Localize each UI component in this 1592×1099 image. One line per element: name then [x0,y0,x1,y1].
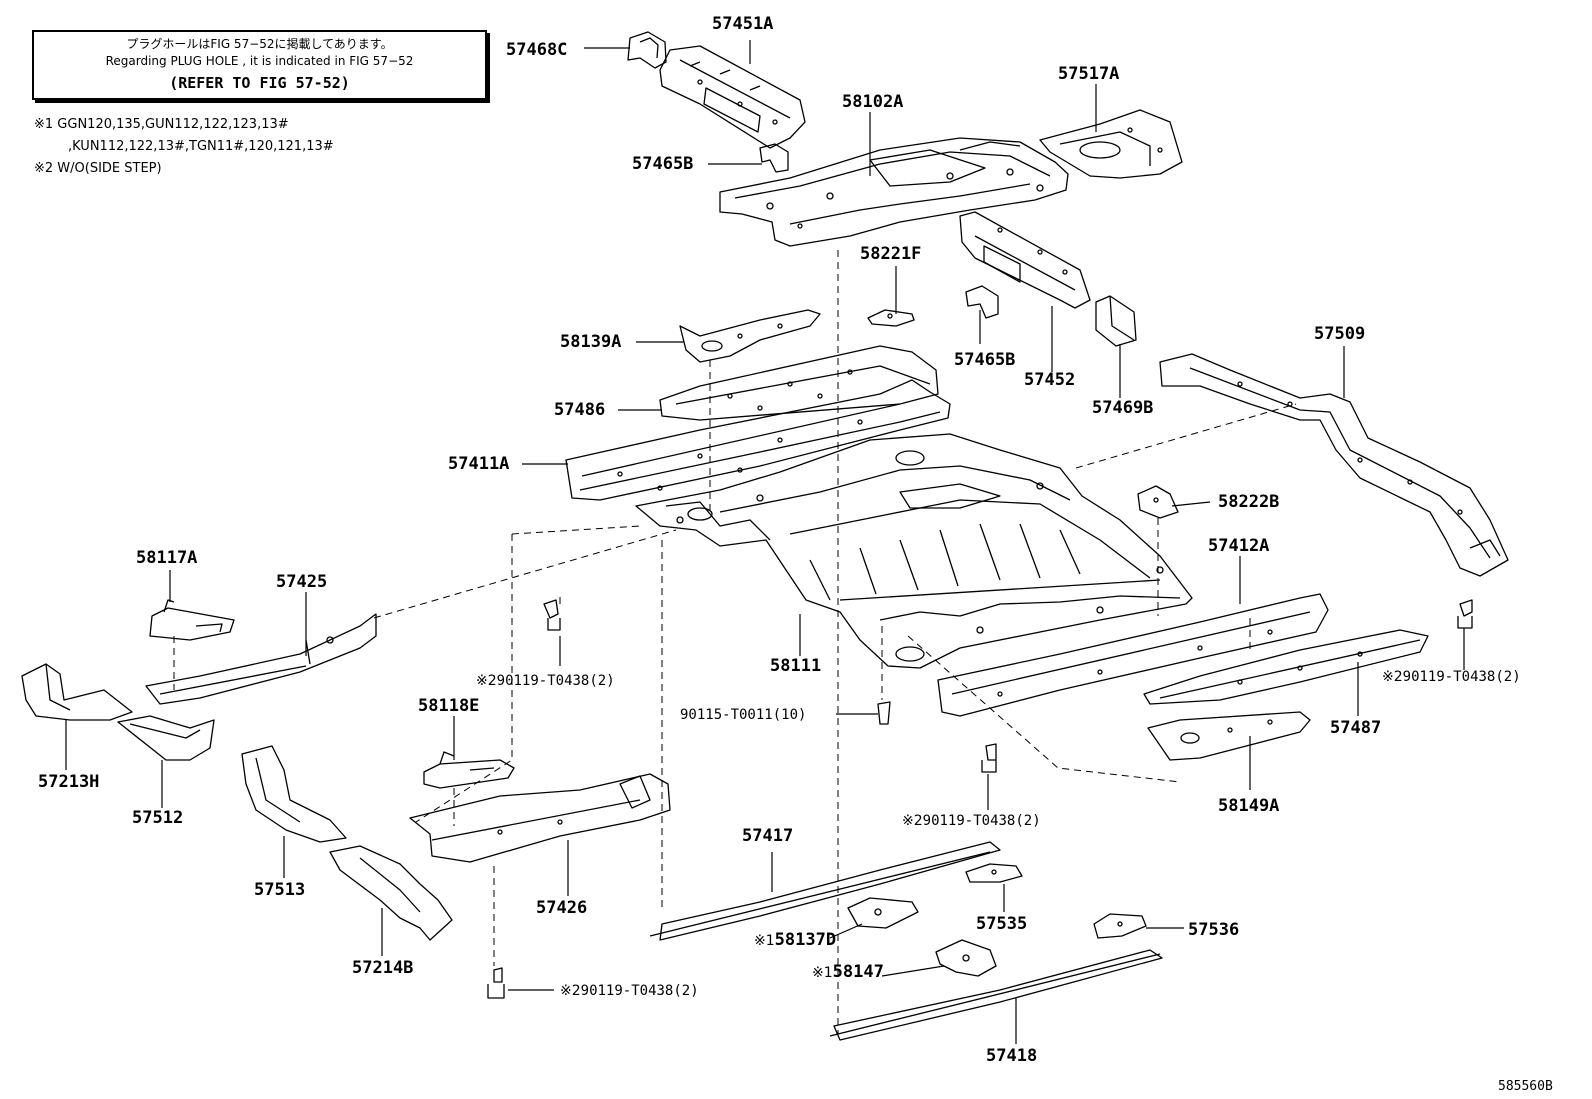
part-57412a [937,593,1329,717]
label-57411a: 57411A [448,454,510,474]
label-58102a: 58102A [842,92,904,112]
part-57214b [329,845,453,941]
label-57426: 57426 [536,898,588,918]
part-57513 [241,745,347,843]
part-57411a [565,379,951,501]
part-57486 [659,345,939,421]
notice-japanese: プラグホールはFIG 57−52に掲載してあります。 [126,37,393,51]
part-58102a [719,137,1069,247]
part-58117a [149,599,235,641]
part-57465b-mid [965,285,999,319]
part-57452 [959,211,1091,309]
label-57418: 57418 [986,1046,1038,1066]
part-58147 [935,939,997,977]
marker-58137d: ※1 [754,933,775,949]
label-57412a: 57412A [1208,536,1270,556]
label-58139a: 58139A [560,332,622,352]
label-57452: 57452 [1024,370,1076,390]
part-57509 [1159,353,1509,577]
label-57517a: 57517A [1058,64,1120,84]
label-57417: 57417 [742,826,794,846]
part-57426 [409,773,671,863]
label-58149a: 58149A [1218,796,1280,816]
label-57487: 57487 [1330,718,1382,738]
part-57425 [145,613,377,705]
label-58137d: ※158137D [754,930,837,950]
plug-hole-notice: プラグホールはFIG 57−52に掲載してあります。 Regarding PLU… [32,30,487,100]
leader-lines [65,40,1465,1044]
fastener-label-3: 90115-T0011(10) [680,707,807,723]
part-58221f [867,309,915,327]
label-58118e: 58118E [418,696,480,716]
part-57517a [1039,109,1183,179]
label-57469b: 57469B [1092,398,1154,418]
label-57425: 57425 [276,572,328,592]
part-58222b [1137,485,1179,519]
label-57509: 57509 [1314,324,1366,344]
part-58139a [679,309,821,363]
label-57535: 57535 [976,914,1028,934]
fastener-label-2: ※290119-T0438(2) [1382,669,1521,685]
part-57468c [627,31,667,69]
fastener-label-5: ※290119-T0438(2) [560,983,699,999]
part-57536 [1093,913,1147,939]
figure-id: 585560B [1498,1079,1553,1094]
part-57465b-top [759,143,789,173]
fastener-label-1: ※290119-T0438(2) [476,673,615,689]
marker-58147: ※1 [812,965,833,981]
part-58137d [847,897,919,929]
label-57465b-top: 57465B [632,154,694,174]
part-57535 [965,863,1023,883]
part-57417 [649,841,1001,941]
label-58147: ※158147 [812,962,884,982]
label-57451a: 57451A [712,14,774,34]
label-57512: 57512 [132,808,184,828]
part-57418 [829,949,1163,1041]
notice-english: Regarding PLUG HOLE , it is indicated in… [105,54,414,68]
part-58118e [423,751,515,789]
applicability-note-1-cont: ,KUN112,122,13#,TGN11#,120,121,13# [68,139,334,154]
part-58111 [635,433,1193,669]
part-58149a [1147,711,1311,761]
label-58222b: 58222B [1218,492,1280,512]
fastener-bolts [487,599,1473,999]
label-57536: 57536 [1188,920,1240,940]
assembly-dashed-lines [173,250,1297,1036]
label-58221f: 58221F [860,244,922,264]
label-57214b: 57214B [352,958,414,978]
label-57213h: 57213H [38,772,100,792]
part-57487 [1143,629,1429,705]
part-57512 [117,715,215,761]
notice-reference: (REFER TO FIG 57-52) [169,74,350,92]
fastener-label-4: ※290119-T0438(2) [902,813,1041,829]
label-57513: 57513 [254,880,306,900]
applicability-note-1: ※1 GGN120,135,GUN112,122,123,13# [34,117,289,132]
label-57465b-mid: 57465B [954,350,1016,370]
part-57213h [21,663,133,721]
label-58117a: 58117A [136,548,198,568]
part-57469b [1095,295,1137,347]
part-57451a [659,45,806,149]
label-57468c: 57468C [506,40,568,60]
applicability-note-2: ※2 W/O(SIDE STEP) [34,161,162,176]
label-57486: 57486 [554,400,606,420]
label-58111: 58111 [770,656,822,676]
